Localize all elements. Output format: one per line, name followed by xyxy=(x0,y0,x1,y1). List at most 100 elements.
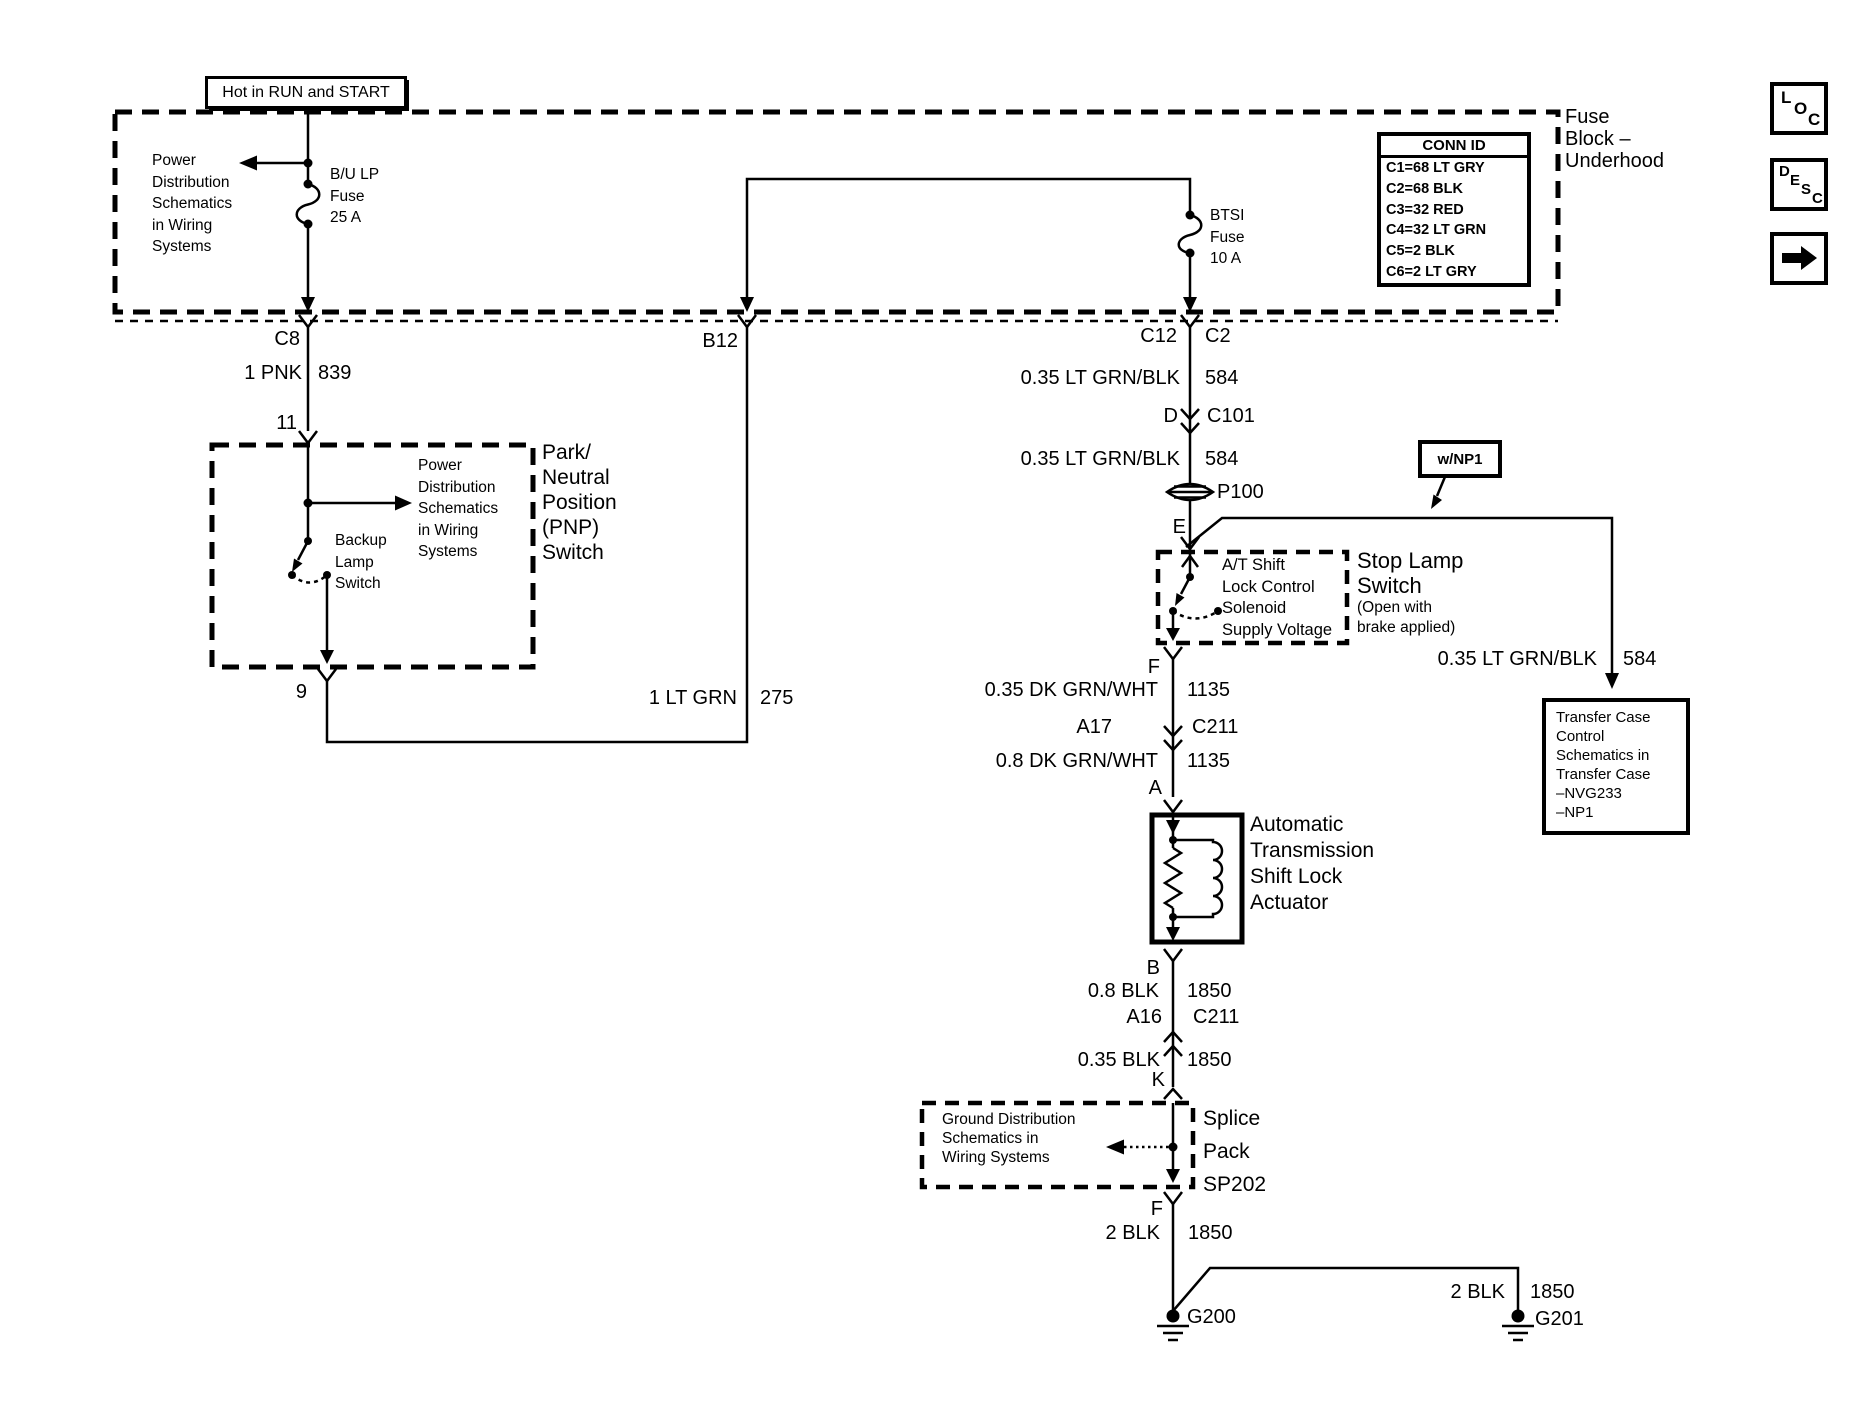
wire-circuit-584-c: 584 xyxy=(1623,648,1657,670)
down-arrow-icon xyxy=(320,650,334,664)
terminal-e: E xyxy=(1172,516,1186,538)
terminal-a16: A16 xyxy=(1126,1006,1162,1028)
right-arrow-icon xyxy=(395,495,412,511)
connector-c211-upper: C211 xyxy=(1192,716,1239,738)
bu-lp-fuse-label: B/U LP Fuse 25 A xyxy=(330,166,380,226)
loc-letter: O xyxy=(1794,99,1808,118)
terminal-c8: C8 xyxy=(274,328,300,350)
pnp-switch-title: Park/ Neutral Position (PNP) Switch xyxy=(542,441,617,564)
ground-g201: G201 xyxy=(1535,1308,1584,1330)
left-arrow-icon xyxy=(1106,1139,1124,1155)
terminal-f-switch: F xyxy=(1147,656,1160,678)
down-arrow-icon xyxy=(740,297,754,312)
switch-blade-arrow-icon xyxy=(1175,593,1185,606)
conn-id-row: C4=32 LT GRN xyxy=(1386,222,1487,239)
desc-letter: E xyxy=(1790,172,1801,189)
wire-spec-dkgrnwht-b: 0.8 DK GRN/WHT xyxy=(995,750,1158,772)
wire-circuit-1850-a: 1850 xyxy=(1187,980,1232,1002)
terminal-a: A xyxy=(1148,777,1162,799)
stop-lamp-switch-box xyxy=(1155,549,1350,646)
b12-connector xyxy=(737,177,1192,330)
wire-circuit-839: 839 xyxy=(318,362,352,384)
terminal-11: 11 xyxy=(276,412,297,434)
wire-circuit-584-b: 584 xyxy=(1205,448,1239,470)
right-arrow-icon xyxy=(1782,246,1817,270)
terminal-b: B xyxy=(1146,957,1160,979)
terminal-c2: C2 xyxy=(1205,325,1231,347)
g201-ground-icon xyxy=(1502,1309,1534,1342)
wire-circuit-1135-a: 1135 xyxy=(1187,679,1231,701)
terminal-b12: B12 xyxy=(702,330,738,352)
stop-lamp-switch-title: Stop Lamp Switch xyxy=(1357,548,1464,598)
down-arrow-icon xyxy=(1183,297,1197,312)
ground-g200: G200 xyxy=(1187,1306,1236,1328)
wire-circuit-1850-d: 1850 xyxy=(1530,1281,1575,1303)
backup-lamp-switch-label: Backup Lamp Switch xyxy=(335,532,387,592)
resistor-icon xyxy=(1162,846,1184,910)
wire-circuit-584-a: 584 xyxy=(1205,367,1239,389)
wire-spec-ltgrn: 1 LT GRN xyxy=(648,687,737,709)
wire-spec-ltgrnblk-c: 0.35 LT GRN/BLK xyxy=(1437,648,1597,670)
power-feed-label: Hot in RUN and START xyxy=(205,76,407,109)
power-dist-note-fuseblock: Power Distribution Schematics in Wiring … xyxy=(152,152,233,255)
ltgrn-275-wire xyxy=(317,327,749,744)
btsi-fuse-label: BTSI Fuse 10 A xyxy=(1210,207,1245,267)
wire-spec-pnk: 1 PNK xyxy=(244,362,302,384)
wire-spec-ltgrnblk-b: 0.35 LT GRN/BLK xyxy=(1020,448,1180,470)
connector-c211-lower: C211 xyxy=(1193,1006,1240,1028)
terminal-f-splice: F xyxy=(1150,1198,1163,1220)
loc-letter: L xyxy=(1781,88,1792,107)
down-arrow-icon xyxy=(1166,927,1180,941)
desc-button[interactable]: D E S C xyxy=(1770,158,1828,211)
desc-letter: D xyxy=(1779,163,1790,180)
actuator-ground-wire xyxy=(1163,948,1183,1100)
coil-icon xyxy=(1173,838,1224,919)
btsi-fuse-symbol xyxy=(1177,210,1203,312)
wire-circuit-1850-c: 1850 xyxy=(1188,1222,1233,1244)
solenoid-feed-wire xyxy=(1164,314,1216,552)
switch-blade-arrow-icon xyxy=(292,558,303,572)
wire-circuit-1135-b: 1135 xyxy=(1187,750,1231,772)
wire-spec-blk-a: 0.8 BLK xyxy=(1087,980,1159,1002)
conn-id-table: CONN ID C1=68 LT GRY C2=68 BLK C3=32 RED… xyxy=(1377,132,1531,287)
down-arrow-icon xyxy=(301,297,315,312)
power-feed-text: Hot in RUN and START xyxy=(222,83,390,101)
desc-letter: C xyxy=(1812,190,1823,207)
next-page-button[interactable] xyxy=(1770,232,1828,285)
pnp-switch-box xyxy=(209,442,536,670)
wire-spec-blk-d: 2 BLK xyxy=(1450,1281,1505,1303)
conn-id-title: CONN ID xyxy=(1381,136,1527,158)
np1-option-tag: w/NP1 xyxy=(1418,440,1502,478)
loc-letter: C xyxy=(1808,110,1821,129)
wire-spec-blk-b: 0.35 BLK xyxy=(1077,1049,1160,1071)
terminal-9: 9 xyxy=(295,681,307,703)
wire-circuit-275: 275 xyxy=(760,687,794,709)
splice-pack-label: Splice Pack SP202 xyxy=(1203,1107,1267,1196)
np1-pointer-arrow-icon xyxy=(1431,494,1442,509)
conn-id-row: C5=2 BLK xyxy=(1386,243,1455,260)
down-arrow-icon xyxy=(1605,673,1619,689)
fuse-block-outline xyxy=(112,109,1561,323)
left-arrow-icon xyxy=(239,155,257,171)
splice-pack-box xyxy=(919,1100,1196,1190)
actuator-title: Automatic Transmission Shift Lock Actuat… xyxy=(1250,813,1375,914)
wire-spec-blk-c: 2 BLK xyxy=(1105,1222,1160,1244)
transfer-case-ref-box: Transfer Case Control Schematics in Tran… xyxy=(1542,698,1690,835)
ground-wires xyxy=(1163,1191,1520,1313)
terminal-a17: A17 xyxy=(1076,716,1112,738)
ground-dist-note: Ground Distribution Schematics in Wiring… xyxy=(942,1111,1076,1166)
at-shift-lock-note: A/T Shift Lock Control Solenoid Supply V… xyxy=(1222,556,1333,639)
conn-id-row: C6=2 LT GRY xyxy=(1386,263,1477,280)
loc-button[interactable]: L O C xyxy=(1770,82,1828,135)
down-arrow-icon xyxy=(1166,1169,1180,1183)
conn-id-row: C3=32 RED xyxy=(1386,201,1464,218)
down-arrow-icon xyxy=(1166,820,1180,834)
wire-circuit-1850-b: 1850 xyxy=(1187,1049,1232,1071)
conn-id-row: C2=68 BLK xyxy=(1386,180,1463,197)
stop-lamp-switch-subtitle: (Open with brake applied) xyxy=(1357,599,1456,636)
terminal-c12: C12 xyxy=(1140,325,1177,347)
wire-spec-dkgrnwht-a: 0.35 DK GRN/WHT xyxy=(984,679,1158,701)
solenoid-control-wire xyxy=(1163,646,1183,815)
